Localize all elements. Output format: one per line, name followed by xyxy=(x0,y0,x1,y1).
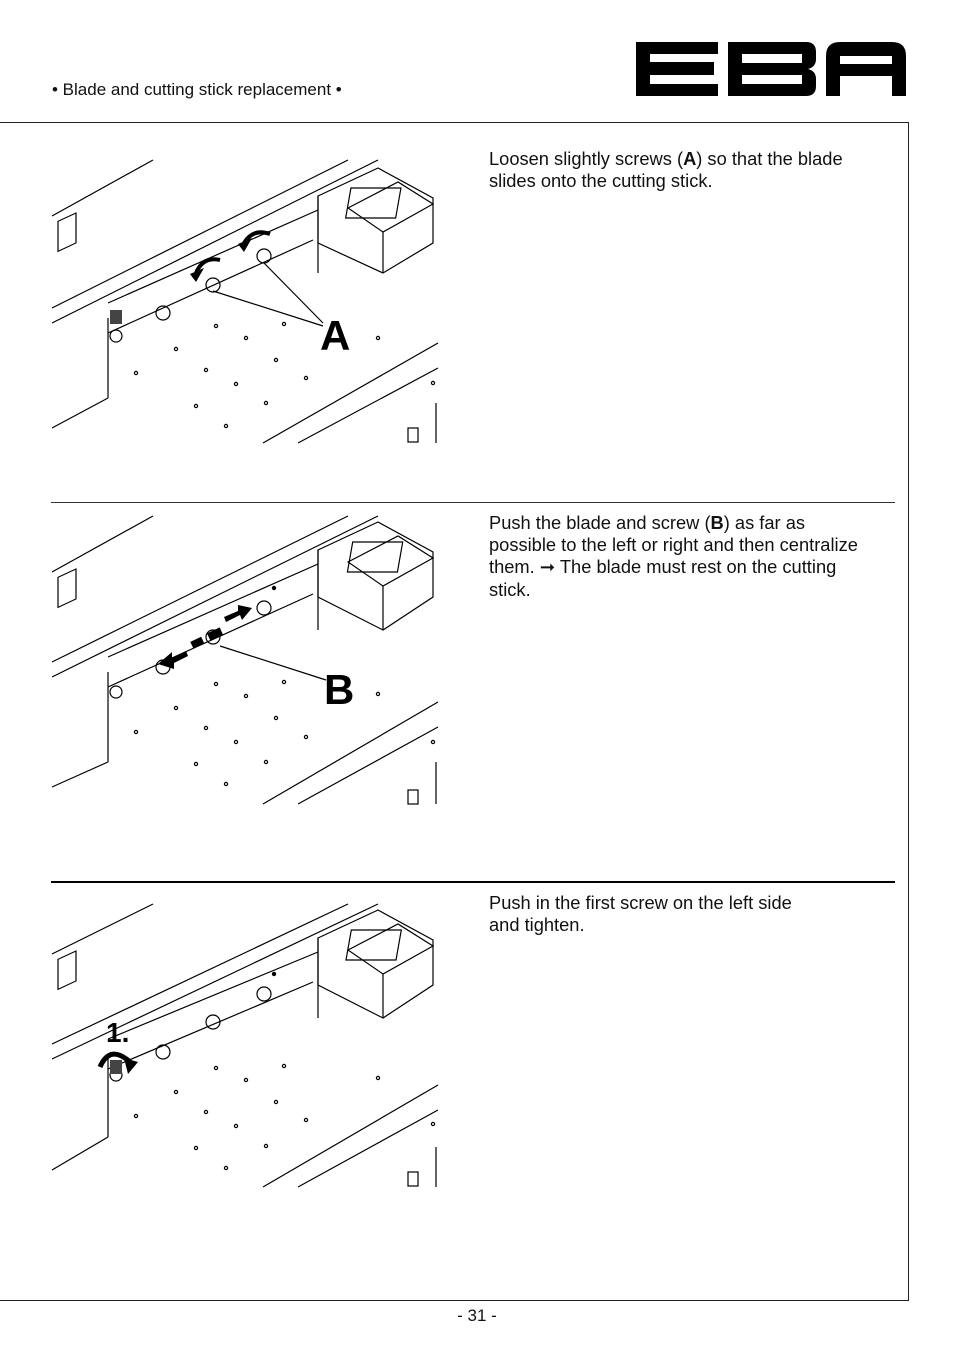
step-2-instruction: Push the blade and screw (B) as far as p… xyxy=(489,512,858,600)
section-title: • Blade and cutting stick replacement • xyxy=(52,80,342,99)
machine-illustration-step-3: 1. xyxy=(51,903,439,1188)
step-separator xyxy=(51,881,895,883)
page-number: - 31 - xyxy=(457,1306,497,1325)
frame-right-rule xyxy=(908,122,909,1301)
callout-label-step-1: 1. xyxy=(106,1017,129,1048)
machine-illustration-step-2: B xyxy=(51,515,439,805)
step-3-instruction: Push in the first screw on the left side… xyxy=(489,892,792,936)
machine-illustration-step-1: A xyxy=(51,159,439,444)
frame-bottom-rule xyxy=(0,1300,909,1301)
step-1-instruction: Loosen slightly screws (A) so that the b… xyxy=(489,148,843,192)
eba-logo xyxy=(636,42,906,96)
callout-label-b: B xyxy=(324,666,354,713)
callout-label-a: A xyxy=(320,312,350,359)
step-separator xyxy=(51,502,895,503)
frame-top-rule xyxy=(0,122,909,123)
